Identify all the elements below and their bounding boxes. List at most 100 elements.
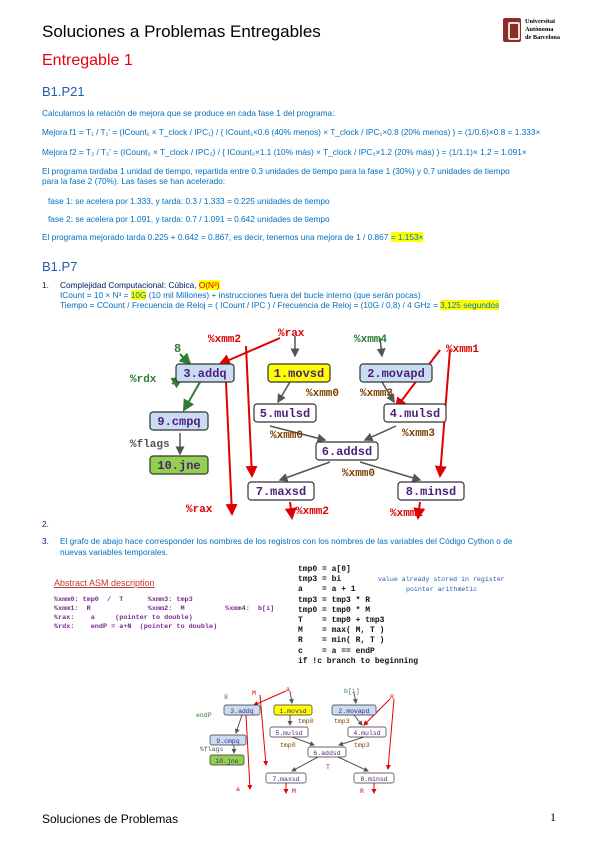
abstract-row: %rax: a (pointer to double) — [54, 614, 193, 622]
code-line: M = max( M, T ) — [298, 626, 385, 636]
label-xmm2-in: %xmm2 — [208, 334, 241, 346]
node-cmpq-label: 9.cmpq — [157, 415, 200, 429]
node2-movapd — [331, 704, 377, 716]
node2-cmpq — [209, 734, 247, 746]
dependency-graph-registers: 3.addq 1.movsd 2.movapd 9.cmpq 5.mulsd 4… — [130, 328, 479, 520]
node-movsd-label: 1.movsd — [274, 367, 324, 381]
tiempo-highlight: 3,125 segundos — [440, 300, 500, 310]
node-movapd-label: 2.movapd — [367, 367, 425, 381]
node2-mulsd5 — [269, 726, 309, 738]
node-minsd — [397, 481, 465, 501]
node2-cmpq-label: 9.cmpq — [216, 738, 240, 745]
p7-item3-text: El grafo de abajo hace corresponder los … — [60, 536, 513, 546]
code-line: tmp3 = tmp3 * R — [298, 595, 371, 605]
code-line: a = a + 1 — [298, 585, 356, 595]
label2-m-in: M — [252, 690, 256, 697]
node-minsd-label: 8.minsd — [406, 485, 456, 499]
label-flags: %flags — [130, 439, 170, 451]
edge2-m-maxsd — [259, 694, 269, 766]
node2-minsd — [353, 772, 395, 784]
abstract-title: Abstract ASM description — [54, 578, 155, 588]
p21-formula2: Mejora f2 = T₂ / T₂' = (ICount₂ × T_cloc… — [42, 147, 527, 157]
code-comment-2: pointer arithmetic — [406, 586, 478, 593]
node-addq-label: 3.addq — [183, 367, 226, 381]
cython-code-block: tmp0 = a[0] tmp3 = bi a = a + 1 tmp3 = t… — [298, 565, 418, 667]
label-xmm4-in: %xmm4 — [354, 334, 387, 346]
p7-item3-number: 3. — [42, 536, 49, 546]
abstract-row: %xmm1: R %xmm2: M %xmm4: b[i] — [54, 605, 275, 613]
node-jne — [149, 455, 209, 475]
label-xmm0-c: %xmm0 — [342, 468, 375, 480]
node-maxsd-label: 7.maxsd — [256, 485, 306, 499]
code-line: c = a == endP — [298, 646, 375, 656]
p21-formula1: Mejora f1 = T₁ / T₁' = (ICount₁ × T_cloc… — [42, 127, 541, 137]
edge2-a-movsd — [288, 690, 294, 704]
p21-intro: Calculamos la relación de mejora que se … — [42, 108, 335, 118]
node2-movsd — [273, 704, 313, 716]
node2-addsd-label: 6.addsd — [313, 750, 340, 757]
abstract-block: %xmm0: tmp0 / T %xmm3: tmp3 %xmm1: R %xm… — [54, 596, 274, 632]
p7-item1: Complejidad Computacional: Cúbica, O(N³) — [60, 280, 220, 290]
complexity-highlight: O(N³) — [198, 280, 220, 290]
label2-tmp3-a: tmp3 — [334, 718, 350, 725]
label2-r-in: R — [390, 694, 394, 701]
edge2-addsd-maxsd — [291, 756, 319, 772]
code-line: tmp0 = tmp0 * M — [298, 605, 371, 615]
label2-a-in: a — [286, 686, 290, 693]
label2-endp: endP — [196, 712, 212, 719]
label-xmm1-in: %xmm1 — [446, 344, 479, 356]
p21-fase1: fase 1: se acelera por 1.333, y tarda: 0… — [48, 196, 330, 206]
abstract-row: %rdx: endP = a+N (pointer to double) — [54, 623, 218, 631]
logo-text: Universitat Autònoma de Barcelona — [525, 18, 561, 41]
edge-minsd-out — [413, 501, 426, 520]
abstract-row: %xmm0: tmp0 / T %xmm3: tmp3 — [54, 596, 193, 604]
label2-flags: %flags — [200, 746, 224, 753]
p21-para1: El programa tardaba 1 unidad de tiempo, … — [42, 166, 510, 176]
edge-movsd-mulsd5 — [277, 381, 291, 404]
node2-mulsd4 — [347, 726, 387, 738]
p7-item3-text2: nuevas variables temporales. — [60, 547, 168, 557]
label-xmm2-out: %xmm2 — [296, 506, 329, 518]
node2-maxsd — [265, 772, 307, 784]
heading-b1p7: B1.P7 — [42, 259, 78, 274]
p7-tiempo: Tiempo = CCount / Frecuencia de Reloj = … — [60, 300, 500, 310]
node2-jne — [209, 754, 245, 766]
node2-mulsd5-label: 5.mulsd — [275, 730, 302, 737]
node-addsd — [315, 441, 379, 461]
p7-item2-number: 2. — [42, 519, 49, 529]
edge-addsd-maxsd — [278, 461, 331, 482]
label2-8: 8 — [224, 694, 228, 701]
edge2-a-addq — [253, 690, 287, 706]
logo-mark-icon — [503, 18, 521, 42]
node2-addq — [223, 704, 261, 716]
code-line: tmp0 = a[0] — [298, 565, 351, 574]
edge2-movapd-mulsd4 — [353, 714, 363, 726]
edge-addq-rax-out — [225, 381, 238, 516]
edge2-r-minsd — [385, 698, 395, 770]
node2-mulsd4-label: 4.mulsd — [353, 730, 380, 737]
node-maxsd — [247, 481, 315, 501]
label2-a-out: a — [236, 786, 240, 793]
label2-tmp3-b: tmp3 — [354, 742, 370, 749]
label2-bi: b[i] — [344, 688, 360, 695]
label-xmm1-out: %xmm1 — [390, 508, 423, 520]
label2-r-out: R — [360, 788, 364, 795]
edge2-addq-cmpq — [234, 714, 243, 734]
node2-jne-label: 10.jne — [215, 758, 239, 765]
code-comment-1: value already stored in register — [378, 576, 505, 583]
edge-rax-addq — [218, 337, 281, 366]
code-line: if !c branch to beginning — [298, 656, 419, 666]
section-title: Entregable 1 — [42, 52, 133, 69]
label-8: 8 — [174, 342, 181, 356]
university-logo: Universitat Autònoma de Barcelona — [503, 18, 565, 48]
label-rax-in: %rax — [278, 328, 305, 340]
node2-movapd-label: 2.movapd — [338, 708, 369, 715]
node-movsd — [267, 363, 331, 383]
edge-movapd-mulsd4 — [381, 381, 395, 404]
p21-para1b: para la fase 2 (70%). Las fases se han a… — [42, 176, 226, 186]
edge-8-addq — [178, 352, 192, 366]
node2-addsd — [307, 746, 347, 758]
page-title: Soluciones a Problemas Entregables — [42, 22, 321, 41]
label2-t: T — [326, 764, 330, 771]
node-cmpq — [149, 411, 209, 431]
